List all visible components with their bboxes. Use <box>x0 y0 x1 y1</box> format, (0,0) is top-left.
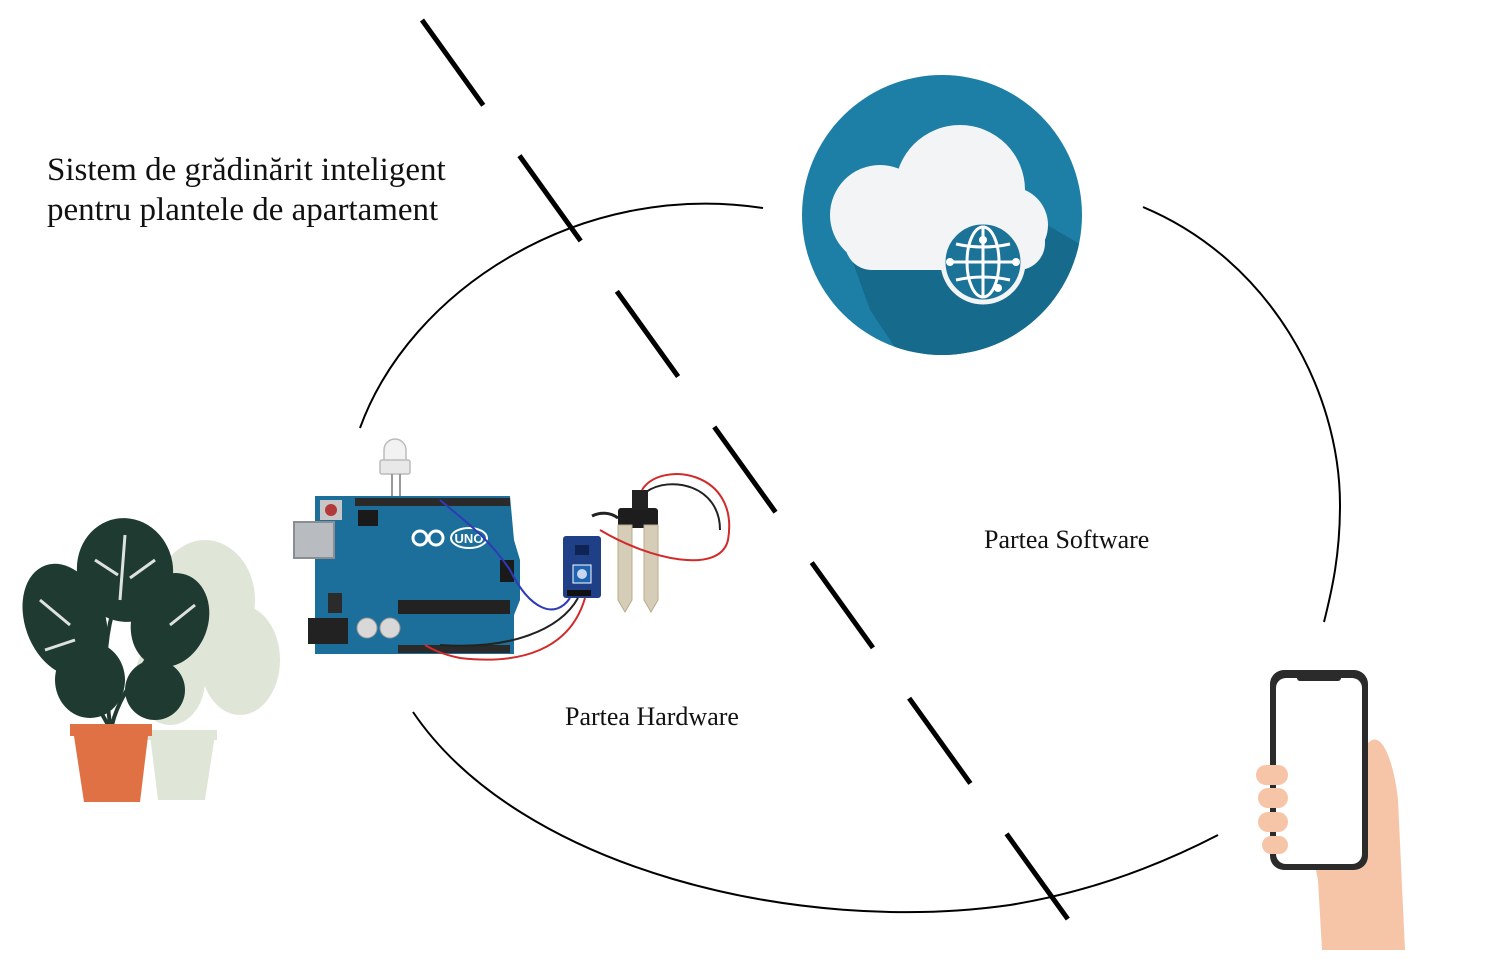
wires <box>424 473 731 661</box>
hardware-section-label: Partea Hardware <box>565 702 739 731</box>
cloud-globe-icon <box>802 75 1082 355</box>
led-icon <box>379 438 411 500</box>
loop-arc-bottom <box>412 711 1219 914</box>
soil-moisture-sensor <box>617 490 659 613</box>
soil-moisture-sensor-module <box>563 536 601 598</box>
software-section-label: Partea Software <box>984 525 1150 554</box>
title-line-1: Sistem de grădinărit inteligent <box>47 152 446 188</box>
loop-arc-top <box>359 202 764 429</box>
loop-arc-right <box>1142 206 1342 623</box>
title-line-2: pentru plantele de apartament <box>47 192 439 228</box>
divider-dashed-line <box>419 18 1093 952</box>
smartphone-in-hand-icon <box>1256 670 1405 950</box>
arduino-uno-board: UNO <box>293 496 520 654</box>
globe-icon <box>940 219 1026 305</box>
connection-loops <box>359 202 1342 914</box>
potted-plant-icon <box>22 518 280 802</box>
diagram-title: Sistem de grădinărit inteligent pentru p… <box>47 150 446 230</box>
board-logo-text: UNO <box>455 531 484 546</box>
